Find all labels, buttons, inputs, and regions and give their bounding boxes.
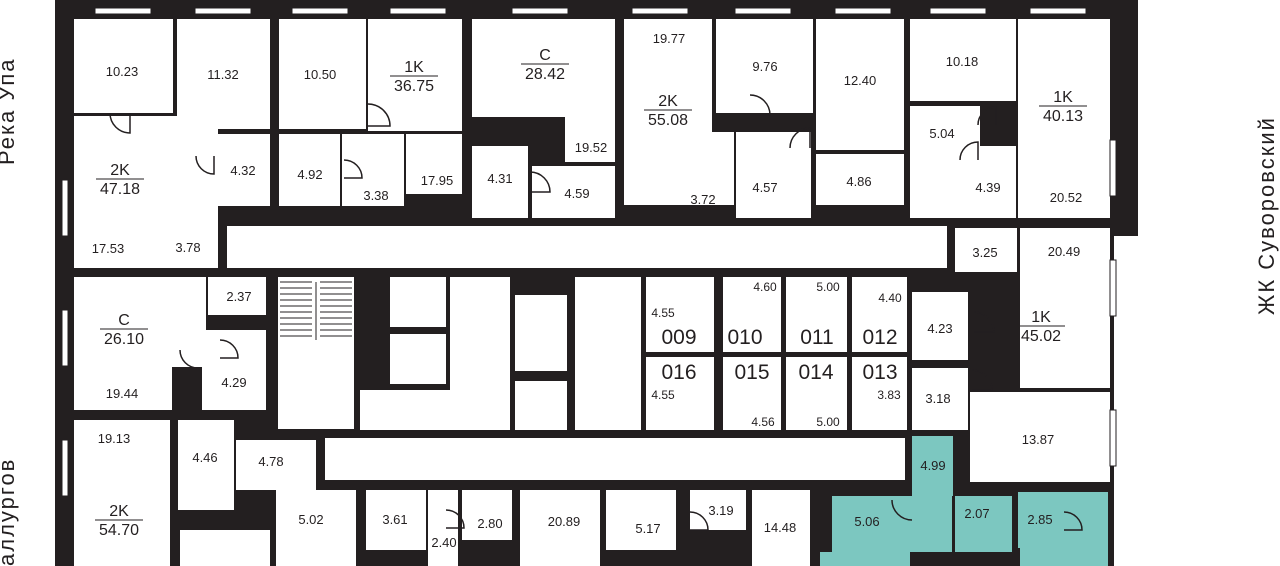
room-area: 3.78 [175, 240, 200, 255]
storage-area: 4.55 [651, 306, 675, 320]
apt-area: 45.02 [1021, 328, 1061, 345]
apt-type: 2K [109, 503, 129, 520]
room-area: 5.17 [635, 521, 660, 536]
room-area: 4.39 [975, 180, 1000, 195]
room-area: 14.48 [764, 520, 797, 535]
room-area: 4.46 [192, 450, 217, 465]
room-area: 4.29 [221, 375, 246, 390]
storage-area: 5.00 [816, 415, 840, 429]
room-area-labels: 10.23 11.32 10.50 19.77 9.76 12.40 10.18… [92, 31, 1083, 550]
door-swings [109, 94, 1083, 531]
room-area: 20.49 [1048, 244, 1081, 259]
apartment-labels: 2K 47.18 1K 36.75 С 28.42 2K 55.08 1K 40… [99, 47, 1083, 539]
outside-area [1114, 236, 1138, 566]
room-area: 19.13 [98, 431, 131, 446]
room-area: 4.92 [297, 167, 322, 182]
room-area: 2.40 [431, 535, 456, 550]
room-area: 4.86 [846, 174, 871, 189]
lower-corridor [325, 438, 905, 480]
upper-corridor [227, 226, 947, 268]
apt-area: 54.70 [99, 522, 139, 539]
storage-area: 3.83 [877, 388, 901, 402]
apt-area: 47.18 [100, 181, 140, 198]
room-area: 4.99 [920, 458, 945, 473]
room-area: 5.06 [854, 514, 879, 529]
room-area: 4.23 [927, 321, 952, 336]
apt-area: 55.08 [648, 112, 688, 129]
storage-number: 015 [734, 361, 769, 384]
room-shapes [74, 19, 1110, 268]
storage-number: 010 [727, 326, 762, 349]
room-area: 19.77 [653, 31, 686, 46]
room-area: 10.50 [304, 67, 337, 82]
storage-units: 4.55 009 4.60 010 5.00 011 4.40 012 016 … [651, 280, 902, 429]
apt-type: 1K [1053, 89, 1073, 106]
storage-area: 5.00 [816, 280, 840, 294]
room-area: 4.57 [752, 180, 777, 195]
apt-label-rules [95, 63, 1087, 521]
room-area: 12.40 [844, 73, 877, 88]
room-area: 10.23 [106, 64, 139, 79]
storage-number: 011 [800, 326, 833, 349]
highlighted-units [820, 436, 1108, 566]
street-label-upa: Река Упа [0, 57, 19, 165]
room-area: 3.25 [972, 245, 997, 260]
room-area: 17.53 [92, 241, 125, 256]
storage-area: 4.55 [651, 388, 675, 402]
room-area: 19.52 [575, 140, 608, 155]
room-shapes-middle [74, 228, 1110, 482]
apt-type: 2K [658, 93, 678, 110]
storage-number: 012 [862, 326, 897, 349]
room-area: 9.76 [752, 59, 777, 74]
room-area: 4.78 [258, 454, 283, 469]
room-area: 19.44 [106, 386, 139, 401]
room-area: 4.31 [487, 171, 512, 186]
complex-label-suvorovsky: ЖК Суворовский [1254, 116, 1279, 315]
room-area: 3.19 [708, 503, 733, 518]
apt-type: 1K [1031, 309, 1051, 326]
room-area: 2.07 [964, 506, 989, 521]
room-area: 5.02 [298, 512, 323, 527]
room-area: 4.32 [230, 163, 255, 178]
apt-area: 40.13 [1043, 108, 1083, 125]
room-area: 20.89 [548, 514, 581, 529]
room-area: 20.52 [1050, 190, 1083, 205]
room-area: 3.38 [363, 188, 388, 203]
room-area: 3.18 [925, 391, 950, 406]
room-area: 3.72 [690, 192, 715, 207]
apt-area: 28.42 [525, 66, 565, 83]
storage-area: 4.60 [753, 280, 777, 294]
storage-area: 4.40 [878, 291, 902, 305]
staircase [280, 281, 352, 340]
apt-type: С [539, 47, 551, 64]
apt-area: 36.75 [394, 78, 434, 95]
room-area: 11.32 [207, 67, 239, 82]
apt-type: С [118, 312, 130, 329]
room-area: 3.61 [382, 512, 407, 527]
storage-area: 4.56 [751, 415, 775, 429]
storage-number: 014 [798, 361, 833, 384]
room-shapes-lower [74, 420, 810, 566]
room-area: 2.80 [477, 516, 502, 531]
apt-type: 1K [404, 59, 424, 76]
room-area: 2.37 [226, 289, 251, 304]
street-label-metallurgov: аллургов [0, 458, 19, 566]
room-area: 2.85 [1027, 512, 1052, 527]
room-area: 5.04 [929, 126, 954, 141]
storage-number: 009 [661, 326, 696, 349]
room-area: 17.95 [421, 173, 454, 188]
windows [61, 7, 1117, 497]
room-area: 13.87 [1022, 432, 1055, 447]
apt-area: 26.10 [104, 331, 144, 348]
storage-number: 016 [661, 361, 696, 384]
storage-number: 013 [862, 361, 897, 384]
apt-type: 2K [110, 162, 130, 179]
room-area: 10.18 [946, 54, 979, 69]
room-area: 4.59 [564, 186, 589, 201]
